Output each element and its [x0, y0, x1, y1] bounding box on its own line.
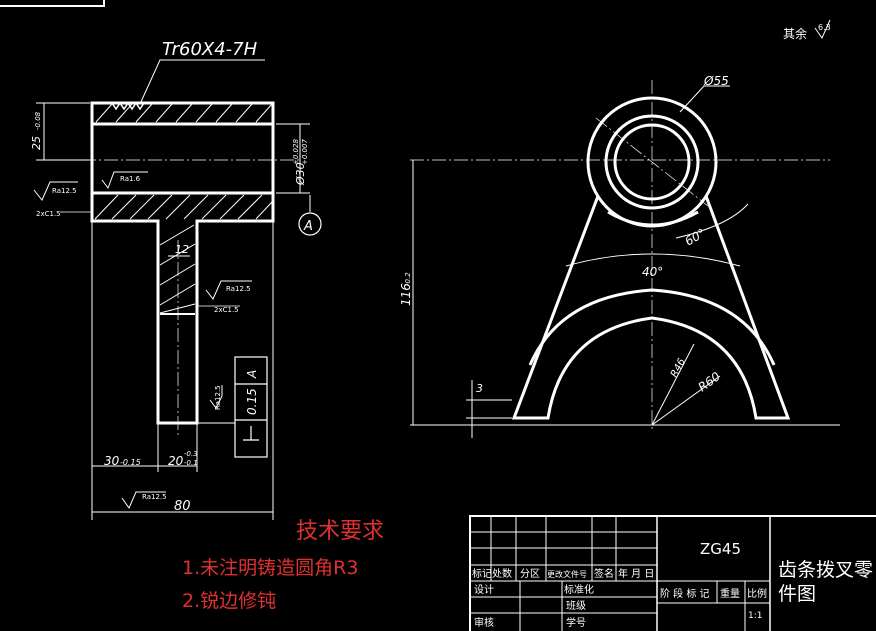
svg-text:分区: 分区 [520, 568, 540, 580]
svg-text:处数: 处数 [492, 567, 512, 580]
svg-text:Ra1.6: Ra1.6 [120, 175, 141, 183]
svg-text:0.15: 0.15 [245, 388, 259, 415]
dim-phi55: Ø55 [679, 74, 730, 113]
svg-text:116: 116 [399, 283, 413, 306]
dims-bottom: 30 -0.15 20 -0.3 -0.1 80 Ra12.5 [91, 222, 274, 520]
svg-text:年 月 日: 年 月 日 [618, 567, 654, 580]
svg-text:-0.08: -0.08 [34, 111, 42, 130]
notes-title: 技术要求 [296, 519, 384, 544]
svg-text:30: 30 [104, 454, 120, 468]
roughness-stem: Ra12.5 2xC1.5 [198, 280, 252, 314]
svg-text:-0.3: -0.3 [184, 450, 198, 458]
svg-text:其余: 其余 [783, 26, 807, 41]
svg-text:-0.1: -0.1 [184, 459, 198, 467]
svg-text:Ø55: Ø55 [703, 74, 729, 88]
svg-text:+0.007: +0.007 [301, 139, 309, 165]
datum-a: A [298, 195, 322, 236]
svg-text:设计: 设计 [474, 583, 494, 596]
svg-text:审核: 审核 [474, 616, 494, 629]
svg-text:20: 20 [168, 454, 184, 468]
svg-text:Ra12.5: Ra12.5 [52, 187, 77, 195]
svg-text:+0.028: +0.028 [292, 139, 300, 165]
note-2: 2.锐边修钝 [182, 590, 276, 612]
svg-text:3: 3 [476, 382, 483, 395]
svg-text:标准化: 标准化 [564, 583, 594, 596]
roughness-left: Ra12.5 2xC1.5 [33, 181, 92, 218]
angle-40: 40° [565, 253, 741, 279]
svg-text:A: A [303, 219, 313, 234]
svg-text:A: A [245, 370, 259, 379]
title-block: 标记 处数 分区 更改文件号 签名 年 月 日 设计 标准化 班级 审核 学号 … [469, 515, 876, 631]
svg-text:2xC1.5: 2xC1.5 [36, 210, 61, 218]
dim-web: 12 [168, 243, 190, 257]
dim-3: 3 [466, 380, 512, 438]
svg-text:班级: 班级 [566, 600, 586, 612]
svg-text:60°: 60° [683, 226, 708, 249]
svg-text:6.3: 6.3 [818, 23, 831, 32]
note-1: 1.未注明铸造圆角R3 [182, 557, 358, 579]
svg-text:2xC1.5: 2xC1.5 [214, 306, 239, 314]
front-view [410, 80, 840, 432]
svg-text:Ra12.5: Ra12.5 [214, 385, 222, 410]
svg-text:40°: 40° [642, 265, 663, 279]
part-name-2: 件图 [778, 583, 816, 605]
svg-text:阶 段 标 记: 阶 段 标 记 [660, 587, 710, 600]
svg-text:12: 12 [175, 243, 189, 256]
material: ZG45 [700, 540, 741, 558]
dim-25: 25 -0.08 [30, 102, 90, 161]
svg-text:1:1: 1:1 [748, 611, 762, 621]
thread-callout: Tr60X4-7H [139, 39, 265, 105]
dim-radii: R60 R46 [651, 343, 723, 426]
part-name-1: 齿条拨叉零 [778, 559, 873, 581]
dim-116: 116 -0.2 [399, 160, 414, 425]
svg-text:Ra12.5: Ra12.5 [142, 493, 167, 501]
svg-text:Ø30: Ø30 [294, 162, 307, 186]
svg-text:-0.15: -0.15 [120, 458, 141, 467]
svg-text:80: 80 [174, 499, 191, 514]
thread-spec: Tr60X4-7H [162, 39, 258, 60]
svg-text:25: 25 [30, 136, 43, 150]
svg-text:更改文件号: 更改文件号 [547, 569, 587, 579]
svg-text:Ra12.5: Ra12.5 [226, 285, 251, 293]
svg-text:学号: 学号 [566, 616, 586, 629]
roughness-bore: Ra1.6 [101, 171, 148, 190]
svg-text:比例: 比例 [747, 587, 767, 600]
section-view [60, 101, 300, 435]
svg-text:-0.2: -0.2 [404, 272, 412, 286]
roughness-rest: 其余 6.3 [783, 19, 831, 41]
frame-corner [0, 0, 105, 7]
dim-bore: Ø30 +0.028 +0.007 [276, 123, 310, 194]
tech-notes: 技术要求 1.未注明铸造圆角R3 2.锐边修钝 [182, 519, 384, 612]
svg-text:重量: 重量 [720, 587, 740, 600]
tolerance-frame: A 0.15 Ra12.5 [198, 356, 268, 458]
svg-text:标记: 标记 [472, 568, 492, 580]
svg-text:签名: 签名 [594, 567, 614, 580]
